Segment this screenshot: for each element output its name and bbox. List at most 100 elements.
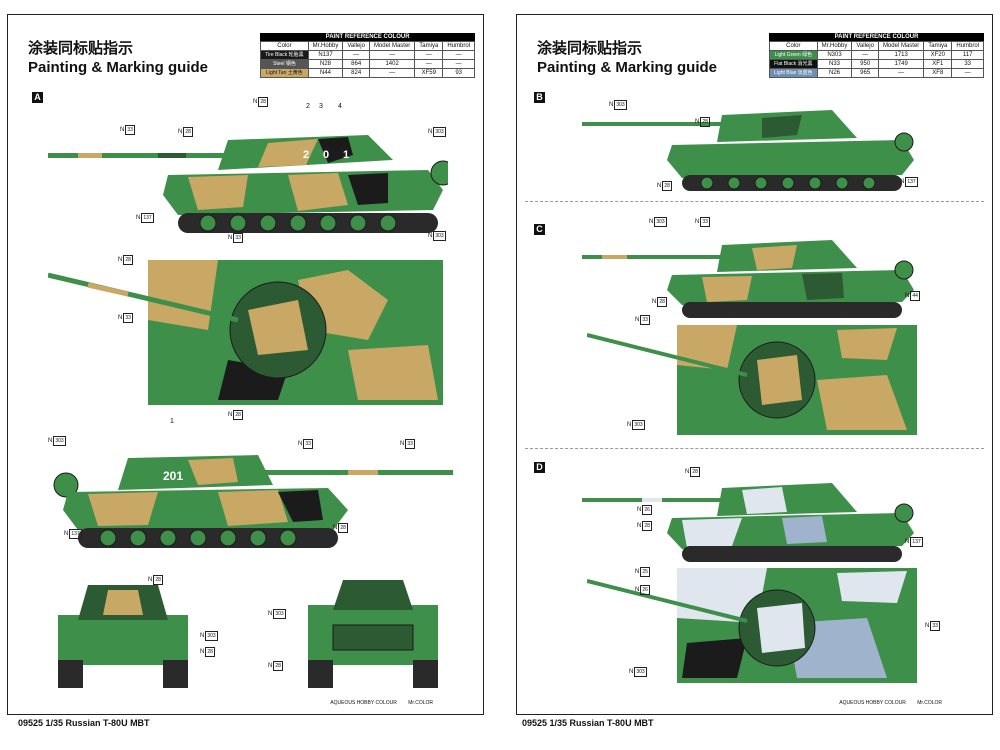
hull-camo <box>88 492 158 526</box>
snorkel-drum <box>430 160 448 186</box>
table-cell: 864 <box>342 59 370 69</box>
table-cell: N33 <box>816 59 853 69</box>
color-swatch: Light Tan 土黄色 <box>260 68 309 78</box>
snorkel-drum <box>894 503 914 523</box>
right-guide-page: 涂装同标贴指示 Painting & Marking guide PAINT R… <box>516 14 993 715</box>
tank-a-side-view: 2 0 1 <box>48 135 448 233</box>
track <box>163 660 188 688</box>
table-cell: — <box>851 50 879 60</box>
table-cell: 33 <box>951 59 984 69</box>
road-wheels <box>700 176 876 190</box>
gun-barrel <box>587 333 748 377</box>
hull-camo <box>348 173 388 205</box>
table-row: Steel 钢色 N28 864 1402 — — <box>260 59 475 69</box>
hull-camo <box>148 260 218 330</box>
tank-a-rear-view <box>308 580 438 688</box>
mr-color-legend: Mr.COLOR <box>917 700 942 706</box>
hull-front <box>58 615 188 665</box>
hull-camo <box>677 325 737 370</box>
guide-title-chinese: 涂装同标贴指示 <box>537 39 643 57</box>
footer-product-right: 09525 1/35 Russian T-80U MBT <box>522 718 654 728</box>
table-cell: 93 <box>442 68 475 78</box>
track <box>308 660 333 688</box>
table-cell: N28 <box>307 59 344 69</box>
section-divider <box>525 201 984 202</box>
gun-barrel-camo <box>348 470 378 475</box>
color-swatch: Tire Black 轮胎黑 <box>260 50 309 60</box>
table-cell: N303 <box>816 50 853 60</box>
hull-camo <box>802 273 844 300</box>
gun-barrel <box>48 272 239 323</box>
table-cell: 1402 <box>368 59 416 69</box>
table-header: Mr.Hobby <box>307 41 344 51</box>
rear-deck <box>332 624 414 651</box>
gun-barrel-camo <box>87 282 129 297</box>
table-header: Humbrol <box>442 41 475 51</box>
table-cell: 965 <box>851 68 879 78</box>
table-cell: — <box>442 50 475 60</box>
color-swatch: Light Green 绿色 <box>769 50 818 60</box>
gun-barrel <box>48 153 248 158</box>
table-cell: — <box>342 50 370 60</box>
track <box>682 546 902 562</box>
aqueous-legend: AQUEOUS HOBBY COLOUR <box>839 700 906 706</box>
turret-number: 1 <box>343 149 349 161</box>
turret-camo <box>318 137 353 163</box>
table-header: Vallejo <box>342 41 370 51</box>
table-header: Tamiya <box>923 41 953 51</box>
table-header: Mr.Hobby <box>816 41 853 51</box>
turret-rear <box>333 580 413 610</box>
paint-reference-table: PAINT REFERENCE COLOUR Color Mr.Hobby Va… <box>260 33 475 78</box>
track <box>178 213 438 233</box>
hull-camo <box>288 173 348 211</box>
hull-camo <box>682 638 747 678</box>
turret-camo <box>762 115 802 138</box>
table-cell: 824 <box>342 68 370 78</box>
track <box>78 528 338 548</box>
table-cell: — <box>442 59 475 69</box>
table-cell: XF8 <box>923 68 953 78</box>
gun-barrel-camo <box>602 255 627 259</box>
tank-a-front-view <box>58 585 188 688</box>
part-number: 2 <box>306 103 310 110</box>
turret-camo <box>757 355 802 405</box>
hull-camo <box>837 571 907 603</box>
turret-number: 0 <box>323 149 329 161</box>
tank-d-side-view <box>582 483 914 562</box>
section-label-b: B <box>534 92 545 103</box>
table-cell: — <box>877 68 925 78</box>
table-row: Light Green 绿色 N303 — 1713 XF20 117 <box>769 50 984 60</box>
tank-c-top-view <box>587 325 917 435</box>
hull-camo <box>218 490 288 526</box>
table-cell: XF20 <box>923 50 953 60</box>
turret-camo <box>752 245 797 270</box>
table-cell: 950 <box>851 59 879 69</box>
table-row: Flat Black 消光黑 N33 950 1749 XF1 33 <box>769 59 984 69</box>
table-header: Vallejo <box>851 41 879 51</box>
hull-camo <box>278 490 323 522</box>
tank-d-top-view <box>587 568 917 683</box>
part-number: 3 <box>319 103 323 110</box>
table-cell: XF1 <box>923 59 953 69</box>
color-swatch: Steel 钢色 <box>260 59 309 69</box>
turret-camo <box>248 300 308 355</box>
